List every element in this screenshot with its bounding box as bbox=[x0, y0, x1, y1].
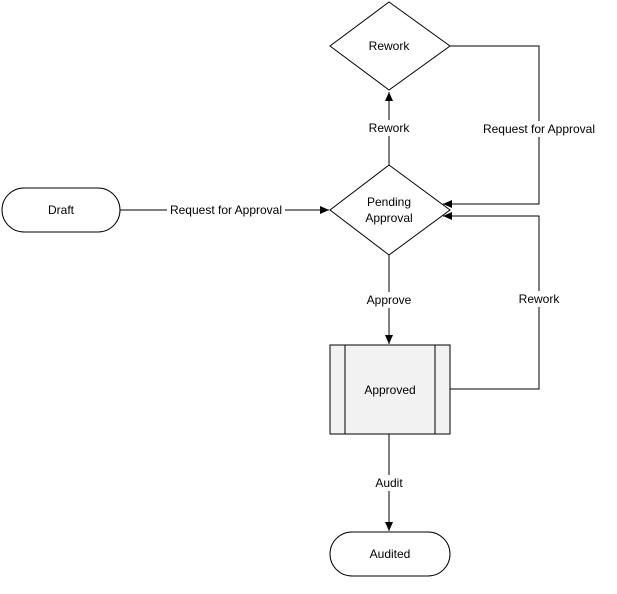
edge-label-rework-to-pending: Request for Approval bbox=[483, 122, 595, 136]
node-audited-label: Audited bbox=[370, 547, 411, 561]
node-approved-label: Approved bbox=[364, 383, 415, 397]
edge-label-pending-to-approved: Approve bbox=[367, 293, 412, 307]
node-rework[interactable]: Rework bbox=[329, 1, 451, 91]
node-pending-label-line2: Approval bbox=[365, 211, 412, 225]
edge-label-approved-to-pending: Rework bbox=[519, 292, 561, 306]
edge-label-draft-to-pending: Request for Approval bbox=[170, 203, 282, 217]
node-audited[interactable]: Audited bbox=[329, 531, 451, 577]
node-draft[interactable]: Draft bbox=[1, 187, 121, 233]
edge-label-approved-to-audited: Audit bbox=[375, 476, 403, 490]
node-approved[interactable]: Approved bbox=[329, 344, 451, 435]
edge-label-pending-to-rework: Rework bbox=[369, 121, 411, 135]
node-draft-label: Draft bbox=[48, 203, 75, 217]
node-pending-approval[interactable]: Pending Approval bbox=[329, 164, 451, 256]
node-rework-label: Rework bbox=[369, 39, 411, 53]
node-pending-label-line1: Pending bbox=[367, 195, 411, 209]
